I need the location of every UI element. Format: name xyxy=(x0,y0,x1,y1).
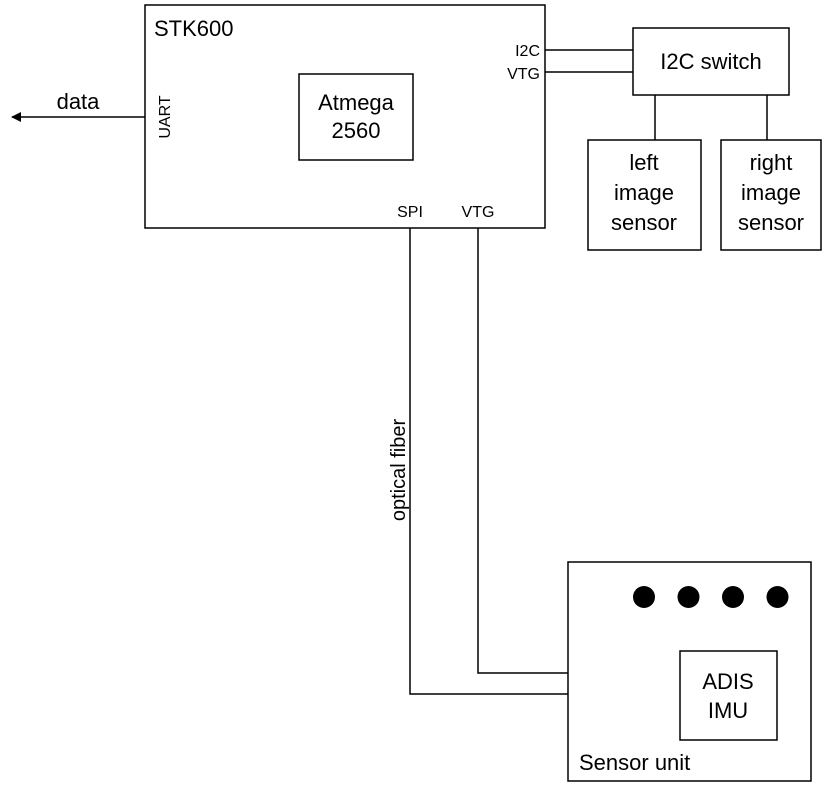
sensor-unit-label: Sensor unit xyxy=(579,750,690,775)
mcu-block: Atmega 2560 xyxy=(298,73,414,161)
led-dot xyxy=(722,586,744,608)
i2c-port-label: I2C xyxy=(515,43,540,60)
mcu-label-line2: 2560 xyxy=(332,118,381,143)
led-dot xyxy=(677,586,700,608)
left-sensor-block: left image sensor xyxy=(587,139,702,251)
mcu-label-line1: Atmega xyxy=(318,90,395,115)
imu-label-line1: ADIS xyxy=(702,669,753,694)
right-sensor-block: right image sensor xyxy=(720,139,822,251)
spi-port-label: SPI xyxy=(397,204,423,221)
imu-box xyxy=(679,650,778,741)
led-dot xyxy=(633,586,655,608)
right-sensor-line3: sensor xyxy=(738,210,804,235)
stk600-title: STK600 xyxy=(154,16,234,41)
left-sensor-line2: image xyxy=(614,180,674,205)
i2c-switch-box xyxy=(632,27,790,96)
right-sensor-line2: image xyxy=(741,180,801,205)
i2c-switch-block: I2C switch xyxy=(632,27,790,96)
sensor-unit-leds xyxy=(633,586,789,608)
vtg-right-port-label: VTG xyxy=(507,66,540,83)
mcu-box xyxy=(298,73,414,161)
right-sensor-line1: right xyxy=(750,150,793,175)
led-dot xyxy=(766,586,789,608)
left-sensor-box xyxy=(587,139,702,251)
optical-fiber-label: optical fiber xyxy=(388,419,410,522)
left-sensor-line3: sensor xyxy=(611,210,677,235)
left-sensor-line1: left xyxy=(629,150,658,175)
data-label: data xyxy=(57,89,101,114)
i2c-switch-label: I2C switch xyxy=(660,49,761,74)
imu-label-line2: IMU xyxy=(708,698,748,723)
vtg-bottom-port-label: VTG xyxy=(462,204,495,221)
right-sensor-box xyxy=(720,139,822,251)
sensor-unit-block: Sensor unit ADIS IMU xyxy=(567,561,812,782)
uart-port-label: UART xyxy=(157,95,174,138)
